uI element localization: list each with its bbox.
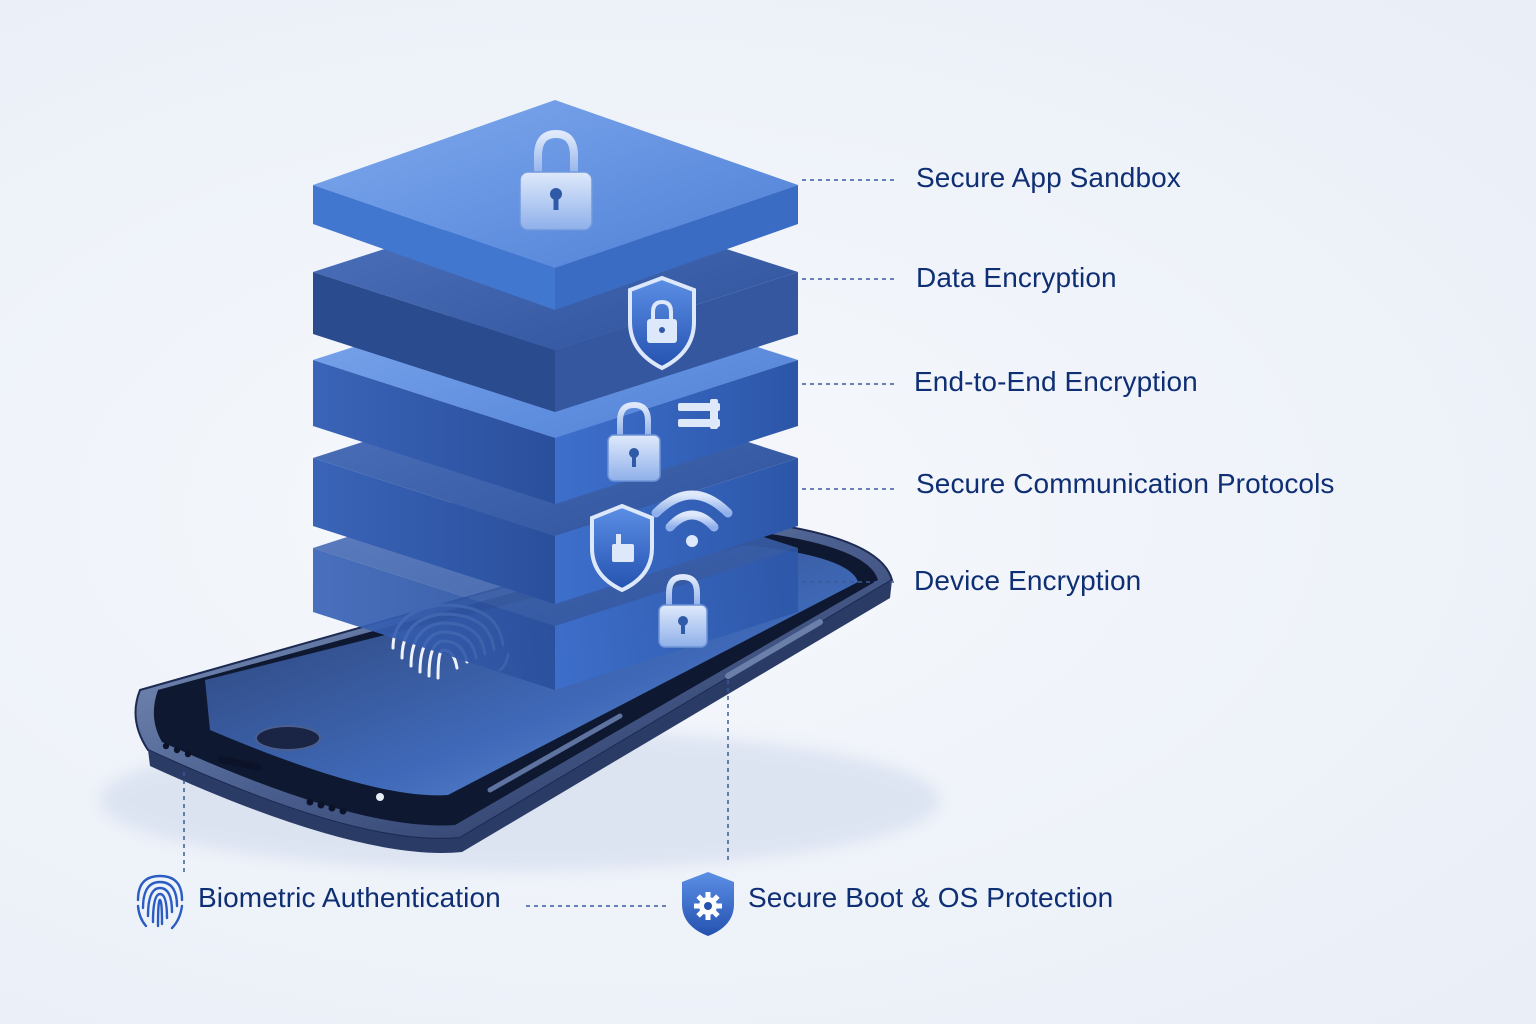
label-biometric-authentication: Biometric Authentication — [198, 882, 501, 913]
charging-port — [218, 756, 262, 771]
communication-shield-icon — [590, 503, 654, 593]
data-encryption-shield-lock-icon — [628, 275, 696, 371]
speaker-grille-icon — [306, 798, 347, 815]
side-button-2 — [487, 713, 623, 793]
wifi-icon — [651, 490, 733, 547]
device-encryption-padlock-icon — [658, 573, 708, 648]
label-secure-app-sandbox: Secure App Sandbox — [916, 162, 1181, 193]
key-icon — [678, 399, 720, 429]
connector-lines — [183, 179, 898, 907]
side-button — [725, 619, 823, 679]
end-to-end-padlock-icon — [607, 401, 661, 482]
sandbox-padlock-icon — [519, 129, 593, 231]
speaker-dots-icon — [162, 742, 192, 758]
label-end-to-end-encryption: End-to-End Encryption — [914, 366, 1198, 397]
label-secure-boot-os-protection: Secure Boot & OS Protection — [748, 882, 1114, 913]
home-button — [255, 725, 321, 751]
label-device-encryption: Device Encryption — [914, 565, 1142, 596]
layer-secure-app-sandbox — [313, 100, 798, 310]
shield-gear-icon — [682, 872, 734, 936]
fingerprint-icon — [136, 874, 184, 930]
label-secure-communication-protocols: Secure Communication Protocols — [916, 468, 1335, 499]
label-data-encryption: Data Encryption — [916, 262, 1117, 293]
